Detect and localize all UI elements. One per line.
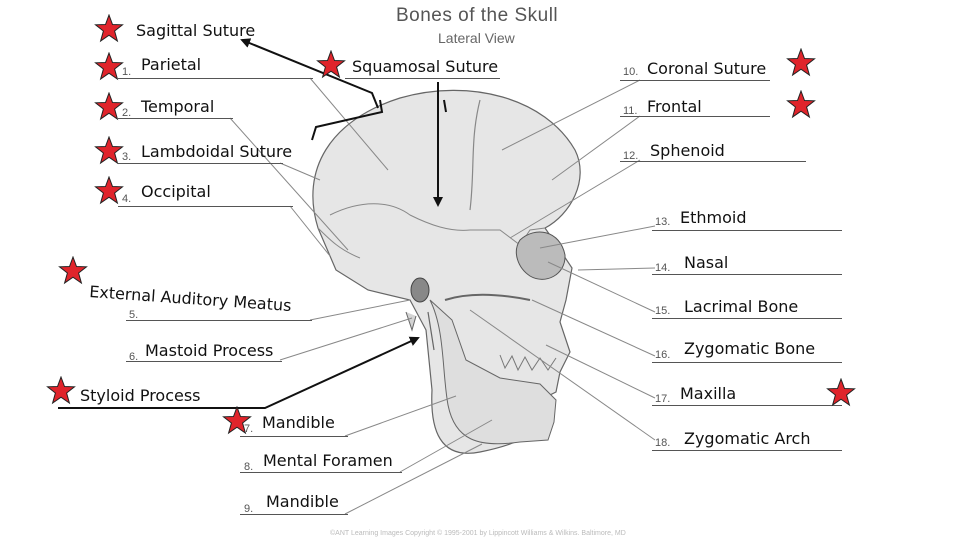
- leader-ethmoid: [539, 225, 656, 249]
- label-nasal: Nasal: [684, 253, 729, 272]
- label-lambdoidal-suture: Lambdoidal Suture: [141, 142, 293, 161]
- answer-line-2: [118, 118, 233, 119]
- star-icon: [94, 52, 124, 81]
- leader-occipital: [289, 205, 331, 257]
- answer-line-8: [240, 472, 402, 473]
- answer-line-17: [652, 405, 842, 406]
- answer-line-squamosal: [345, 78, 500, 79]
- star-icon: [58, 256, 88, 285]
- label-coronal-suture: Coronal Suture: [647, 59, 767, 78]
- number-6: 6.: [129, 351, 139, 363]
- leader-temporal: [229, 117, 349, 251]
- label-squamosal-suture: Squamosal Suture: [352, 57, 499, 76]
- leader-ext-auditory: [309, 299, 411, 321]
- star-icon: [94, 92, 124, 121]
- image-credit: ©ANT Learning Images Copyright © 1995-20…: [330, 530, 626, 537]
- label-mandible-7: Mandible: [262, 413, 335, 432]
- number-8: 8.: [244, 461, 254, 473]
- label-frontal: Frontal: [647, 97, 702, 116]
- leader-sphenoid: [509, 159, 641, 239]
- answer-line-7: [240, 436, 348, 437]
- answer-line-18: [652, 450, 842, 451]
- answer-line-9: [240, 514, 348, 515]
- bracket-lambdoidal: [311, 99, 384, 141]
- number-3: 3.: [122, 151, 132, 163]
- star-icon: [222, 406, 252, 435]
- diagram-title: Bones of the Skull: [396, 5, 559, 26]
- star-icon: [316, 50, 346, 79]
- number-15: 15.: [655, 305, 671, 317]
- answer-line-13: [652, 230, 842, 231]
- label-maxilla: Maxilla: [680, 384, 737, 403]
- leader-mandible9: [344, 443, 483, 515]
- label-zygomatic-bone: Zygomatic Bone: [684, 339, 816, 358]
- arrow-sagittal-suture: [240, 38, 379, 109]
- star-icon: [786, 90, 816, 119]
- leader-frontal: [551, 115, 641, 181]
- answer-line-15: [652, 318, 842, 319]
- label-mandible-9: Mandible: [266, 492, 339, 511]
- tick-squamosal: [443, 99, 447, 113]
- label-occipital: Occipital: [141, 182, 211, 201]
- label-parietal: Parietal: [141, 55, 202, 74]
- number-2: 2.: [122, 107, 132, 119]
- answer-line-4: [118, 206, 293, 207]
- answer-line-5: [126, 320, 312, 321]
- answer-line-16: [652, 362, 842, 363]
- answer-line-6: [126, 361, 282, 362]
- label-lacrimal-bone: Lacrimal Bone: [684, 297, 799, 316]
- number-5: 5.: [129, 309, 139, 321]
- leader-parietal: [309, 77, 389, 171]
- number-10: 10.: [623, 66, 639, 78]
- label-styloid-process: Styloid Process: [80, 386, 201, 405]
- diagram-subtitle: Lateral View: [438, 30, 515, 46]
- leader-zygomatic-arch: [469, 309, 656, 441]
- leader-lacrimal: [547, 261, 656, 313]
- leader-lambdoidal: [279, 162, 321, 181]
- number-4: 4.: [122, 193, 132, 205]
- label-sagittal-suture: Sagittal Suture: [136, 21, 256, 40]
- label-mastoid-process: Mastoid Process: [145, 341, 274, 360]
- number-13: 13.: [655, 216, 671, 228]
- leader-nasal: [577, 267, 656, 271]
- arrow-styloid-process: [58, 336, 420, 409]
- leader-coronal: [501, 79, 641, 151]
- leader-maxilla: [545, 344, 656, 399]
- answer-line-3: [118, 163, 283, 164]
- star-icon: [94, 14, 124, 43]
- label-sphenoid: Sphenoid: [650, 141, 725, 160]
- number-9: 9.: [244, 503, 254, 515]
- answer-line-1: [118, 78, 313, 79]
- label-mental-foramen: Mental Foramen: [263, 451, 393, 470]
- number-12: 12.: [623, 150, 639, 162]
- star-icon: [94, 176, 124, 205]
- star-icon: [94, 136, 124, 165]
- label-ethmoid: Ethmoid: [680, 208, 747, 227]
- number-14: 14.: [655, 262, 671, 274]
- number-1: 1.: [122, 66, 132, 78]
- leader-mandible7: [344, 395, 457, 437]
- answer-line-11: [620, 116, 770, 117]
- number-16: 16.: [655, 349, 671, 361]
- label-temporal: Temporal: [141, 97, 215, 116]
- answer-line-12: [620, 161, 806, 162]
- answer-line-10: [620, 80, 770, 81]
- number-17: 17.: [655, 393, 671, 405]
- label-zygomatic-arch: Zygomatic Arch: [684, 429, 811, 448]
- star-icon: [786, 48, 816, 77]
- star-icon: [826, 378, 856, 407]
- number-11: 11.: [623, 105, 638, 117]
- star-icon: [46, 376, 76, 405]
- leader-mastoid: [279, 317, 413, 361]
- answer-line-14: [652, 274, 842, 275]
- leader-zygomatic-bone: [531, 299, 656, 357]
- number-18: 18.: [655, 437, 671, 449]
- leader-mental-foramen: [399, 419, 493, 473]
- number-7: 7.: [244, 423, 254, 435]
